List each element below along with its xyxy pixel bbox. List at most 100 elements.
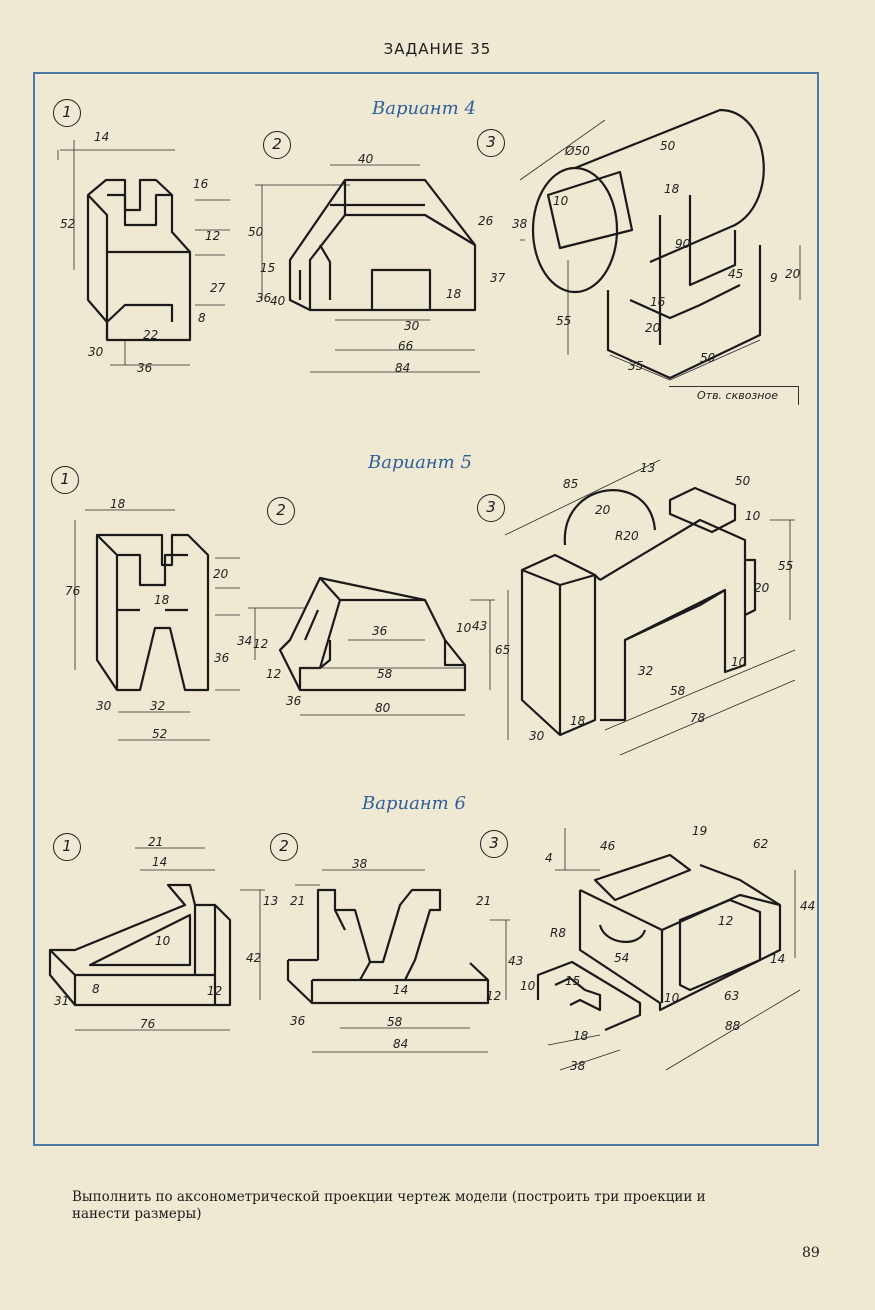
dim-v4m2-10: 84 bbox=[395, 361, 410, 375]
dim-v6m3-7: 14 bbox=[770, 952, 785, 966]
dim-v4m3-0: Ø50 bbox=[564, 144, 590, 158]
dim-v6m1-1: 14 bbox=[152, 855, 167, 869]
dim-v5m2-8: 80 bbox=[375, 701, 391, 715]
marker-v6-model-2: 2 bbox=[270, 833, 298, 861]
dim-v6m2-6: 10 bbox=[520, 979, 536, 993]
task-caption-line-1: Выполнить по аксонометрической проекции … bbox=[72, 1189, 706, 1205]
dim-v4m1-5: 8 bbox=[198, 311, 206, 325]
dim-v6m1-5: 8 bbox=[92, 982, 100, 996]
dim-v4m3-1: 50 bbox=[660, 139, 676, 153]
dim-v5m1-5: 36 bbox=[214, 651, 230, 665]
dim-v4m3-9: 55 bbox=[556, 314, 571, 328]
v6-model-3-dims: 4 46 19 62 44 R8 12 14 54 15 10 63 18 38… bbox=[545, 824, 815, 1073]
dim-v6m2-9: 84 bbox=[393, 1037, 408, 1051]
dim-v5m3-13: 78 bbox=[690, 711, 706, 725]
dim-v4m3-5: 90 bbox=[675, 237, 691, 251]
v4-model-2-dims: 40 50 15 36 40 26 37 18 30 66 84 bbox=[248, 152, 506, 375]
dim-v4m2-2: 15 bbox=[260, 261, 275, 275]
marker-v5-model-1: 1 bbox=[51, 466, 79, 494]
dim-v5m3-2: 50 bbox=[735, 474, 751, 488]
v6-model-1-dims: 21 14 13 10 42 8 12 31 76 bbox=[54, 835, 278, 1031]
dim-v6m2-1: 21 bbox=[290, 894, 305, 908]
v6-model-2-dims: 38 21 21 43 14 12 10 36 58 84 bbox=[290, 857, 536, 1051]
through-hole-note: Отв. сквозное bbox=[669, 386, 799, 405]
v5-model-3-dims: 85 13 50 20 R20 10 55 20 32 10 58 30 18 … bbox=[529, 461, 793, 743]
dim-v6m3-12: 18 bbox=[573, 1029, 589, 1043]
dim-v6m2-4: 14 bbox=[393, 983, 408, 997]
dim-v6m3-6: 12 bbox=[718, 914, 733, 928]
dim-v4m3-10: 16 bbox=[650, 295, 666, 309]
dim-v5m2-7: 36 bbox=[286, 694, 302, 708]
v6-model-1-drawing bbox=[48, 847, 265, 1031]
dim-v6m3-4: 44 bbox=[800, 899, 815, 913]
dim-v6m3-9: 15 bbox=[565, 974, 580, 988]
dim-v4m2-8: 30 bbox=[404, 319, 420, 333]
dim-v5m3-12: 18 bbox=[570, 714, 586, 728]
dim-v4m2-9: 66 bbox=[398, 339, 414, 353]
dim-v5m2-0: 12 bbox=[253, 637, 268, 651]
v5-model-1-drawing bbox=[74, 509, 240, 741]
dim-v6m1-8: 76 bbox=[140, 1017, 156, 1031]
dim-v4m3-12: 35 bbox=[628, 359, 643, 373]
dim-v5m3-6: 55 bbox=[778, 559, 793, 573]
dim-v5m1-1: 76 bbox=[65, 584, 81, 598]
variant-5-heading: Вариант 5 bbox=[368, 452, 472, 473]
dim-v4m2-3: 36 bbox=[256, 291, 272, 305]
marker-v5-model-2: 2 bbox=[267, 497, 295, 525]
variant-4-heading: Вариант 4 bbox=[372, 98, 476, 119]
dim-v6m3-1: 46 bbox=[600, 839, 616, 853]
dim-v4m3-8: 20 bbox=[785, 267, 801, 281]
marker-v6-model-1: 1 bbox=[53, 833, 81, 861]
marker-v4-model-3: 3 bbox=[477, 129, 505, 157]
dim-v4m2-1: 50 bbox=[248, 225, 264, 239]
dim-v6m3-10: 10 bbox=[664, 991, 680, 1005]
variant-6-heading: Вариант 6 bbox=[362, 793, 466, 814]
dim-v6m3-13: 38 bbox=[570, 1059, 586, 1073]
dim-v4m3-2: 10 bbox=[553, 194, 569, 208]
dim-v5m3-7: 20 bbox=[754, 581, 770, 595]
dim-v5m2-2: 12 bbox=[266, 667, 281, 681]
dim-v6m3-14: 88 bbox=[725, 1019, 741, 1033]
dim-v6m1-2: 13 bbox=[263, 894, 278, 908]
dim-v6m2-8: 58 bbox=[387, 1015, 403, 1029]
dim-v4m2-7: 18 bbox=[446, 287, 462, 301]
dim-v5m1-0: 18 bbox=[110, 497, 126, 511]
dim-v4m2-4: 40 bbox=[270, 294, 286, 308]
dim-v6m2-5: 12 bbox=[486, 989, 501, 1003]
dim-v5m3-1: 13 bbox=[640, 461, 655, 475]
dim-v6m2-7: 36 bbox=[290, 1014, 306, 1028]
dim-v5m3-3: 20 bbox=[595, 503, 611, 517]
dim-v5m2-6: 65 bbox=[495, 643, 510, 657]
dim-v5m1-8: 52 bbox=[152, 727, 167, 741]
dim-v4m2-6: 37 bbox=[490, 271, 506, 285]
dim-v5m1-2: 20 bbox=[213, 567, 229, 581]
dim-v6m2-0: 38 bbox=[352, 857, 368, 871]
dim-v5m2-4: 10 bbox=[456, 621, 472, 635]
dim-v5m1-6: 30 bbox=[96, 699, 112, 713]
dim-v4m1-7: 30 bbox=[88, 345, 104, 359]
dim-v6m3-5: R8 bbox=[550, 926, 566, 940]
page-title: ЗАДАНИЕ 35 bbox=[383, 40, 492, 58]
dim-v4m3-6: 45 bbox=[728, 267, 743, 281]
dim-v6m2-3: 43 bbox=[508, 954, 523, 968]
dim-v6m3-2: 19 bbox=[692, 824, 707, 838]
dim-v6m1-0: 21 bbox=[148, 835, 163, 849]
dim-v5m3-4: R20 bbox=[615, 529, 639, 543]
dim-v6m3-0: 4 bbox=[545, 851, 553, 865]
v4-model-1-drawing bbox=[57, 140, 230, 366]
task-caption-line-2: нанести размеры) bbox=[72, 1206, 202, 1222]
dim-v4m1-8: 36 bbox=[137, 361, 153, 375]
dim-v4m3-3: 38 bbox=[512, 217, 528, 231]
dim-v5m2-5: 58 bbox=[377, 667, 393, 681]
dim-v5m3-10: 58 bbox=[670, 684, 686, 698]
dim-v6m1-7: 31 bbox=[54, 994, 69, 1008]
dim-v6m2-2: 21 bbox=[476, 894, 491, 908]
v5-model-2-drawing bbox=[248, 576, 495, 716]
dim-v4m3-13: 50 bbox=[700, 351, 716, 365]
dim-v6m1-4: 42 bbox=[246, 951, 261, 965]
v4-model-1-dims: 14 16 52 12 27 8 22 30 36 bbox=[60, 130, 226, 375]
v4-model-3-drawing bbox=[519, 108, 801, 381]
marker-v5-model-3: 3 bbox=[477, 494, 505, 522]
dim-v5m3-0: 85 bbox=[563, 477, 578, 491]
